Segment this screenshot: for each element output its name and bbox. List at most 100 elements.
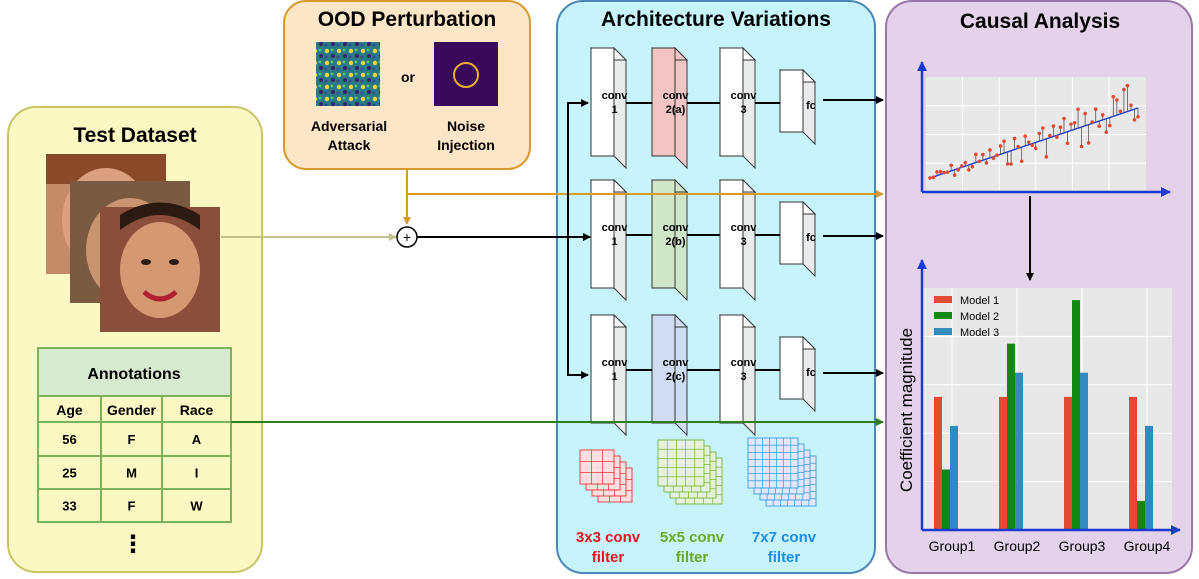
filter-label: 5x5 conv <box>660 529 725 546</box>
bar-model-3-group3 <box>1080 372 1088 530</box>
regression-point <box>1111 94 1116 99</box>
regression-point <box>963 160 968 165</box>
regression-point <box>1107 123 1112 128</box>
regression-point <box>1069 122 1073 126</box>
regression-point <box>1125 83 1130 88</box>
regression-point <box>1079 144 1084 149</box>
bar-model-2-group2 <box>1007 343 1015 530</box>
regression-point <box>1136 115 1140 119</box>
regression-point <box>1083 111 1087 116</box>
causal-panel: Causal Analysis Coefficient magnitude Gr… <box>885 0 1193 574</box>
plus-to-net3-arrow <box>567 237 589 379</box>
annotation-value: A <box>192 432 202 447</box>
regression-point <box>1065 141 1070 146</box>
filter-stack-1 <box>579 449 633 503</box>
regression-point <box>1097 124 1102 129</box>
layer-sublabel: 1 <box>611 104 617 116</box>
layer-label: conv <box>663 90 690 102</box>
ood-title: OOD Perturbation <box>318 8 497 31</box>
regression-point <box>928 176 932 180</box>
regression-point <box>959 164 964 168</box>
regression-point <box>1055 135 1059 139</box>
annotation-value: M <box>126 466 137 481</box>
bar-model-1-group1 <box>934 396 942 530</box>
layer-label: conv <box>663 222 690 234</box>
annotation-value: W <box>190 499 203 514</box>
layer-label: conv <box>602 357 629 369</box>
bar-x-tick-label: Group4 <box>1124 538 1171 554</box>
annotation-header-gender: Gender <box>107 402 157 418</box>
bar-model-1-group4 <box>1129 396 1137 530</box>
annotations-ellipsis: ⋮ <box>121 531 145 558</box>
annotations-title: Annotations <box>87 366 180 383</box>
annotation-value: 56 <box>62 432 76 447</box>
adversarial-label-1: Adversarial <box>311 118 387 134</box>
noise-injection-image <box>434 42 498 106</box>
annotation-header-race: Race <box>180 402 214 418</box>
network2-layer-4: fc <box>778 200 817 278</box>
regression-point <box>984 161 989 165</box>
bar-model-1-group3 <box>1064 396 1072 530</box>
regression-point <box>1076 107 1080 112</box>
annotation-value: F <box>128 499 136 514</box>
regression-point <box>988 148 992 152</box>
regression-point <box>1132 118 1137 122</box>
layer-label: conv <box>731 222 758 234</box>
bar-x-tick-label: Group3 <box>1059 538 1106 554</box>
regression-point <box>991 156 996 160</box>
regression-point <box>1030 143 1035 148</box>
adversarial-label-2: Attack <box>328 137 371 153</box>
regression-point <box>1118 109 1123 113</box>
regression-point <box>1044 155 1049 159</box>
regression-point <box>1012 136 1017 141</box>
layer-sublabel: 1 <box>611 371 617 383</box>
network3-layer-1: conv 1 <box>589 313 629 437</box>
layer-label: conv <box>663 357 690 369</box>
regression-point <box>1051 124 1056 128</box>
regression-point <box>1019 159 1024 164</box>
face-image-front <box>100 202 220 332</box>
filter-label: 3x3 conv <box>576 529 641 546</box>
bar-model-1-group2 <box>999 396 1007 530</box>
regression-point <box>1122 87 1126 92</box>
regression-point <box>1086 141 1091 145</box>
layer-sublabel: 2(c) <box>666 371 686 383</box>
noise-label-2: Injection <box>437 137 495 153</box>
noise-ring-icon <box>453 62 479 88</box>
bar-x-tick-label: Group1 <box>929 538 976 554</box>
legend-label: Model 2 <box>960 311 999 323</box>
regression-point <box>1093 107 1098 111</box>
regression-point <box>1104 130 1109 134</box>
annotation-value: I <box>195 466 199 481</box>
filter-stack-3 <box>747 437 817 507</box>
regression-point <box>942 170 946 175</box>
regression-point <box>1009 162 1013 166</box>
annotation-value: F <box>128 432 136 447</box>
regression-point <box>970 164 975 169</box>
bar-model-3-group4 <box>1145 425 1153 530</box>
regression-chart <box>917 61 1171 197</box>
regression-point <box>935 170 939 174</box>
layer-sublabel: 1 <box>611 236 617 248</box>
filter-stack-2 <box>657 439 723 505</box>
regression-point <box>1005 162 1010 166</box>
regression-point <box>966 168 971 172</box>
annotation-value: 33 <box>62 499 76 514</box>
regression-point <box>974 152 978 157</box>
architecture-title: Architecture Variations <box>601 8 831 31</box>
regression-point <box>949 163 953 168</box>
annotation-cell <box>161 488 232 523</box>
noise-label-1: Noise <box>447 118 485 134</box>
regression-point <box>1023 134 1027 138</box>
bar-x-tick-label: Group2 <box>994 538 1041 554</box>
bar-model-2-group1 <box>942 469 950 530</box>
regression-point <box>931 175 936 180</box>
regression-point <box>1115 98 1119 102</box>
regression-point <box>1072 120 1077 125</box>
architecture-panel: Architecture Variations conv1conv2(a)con… <box>556 0 876 574</box>
